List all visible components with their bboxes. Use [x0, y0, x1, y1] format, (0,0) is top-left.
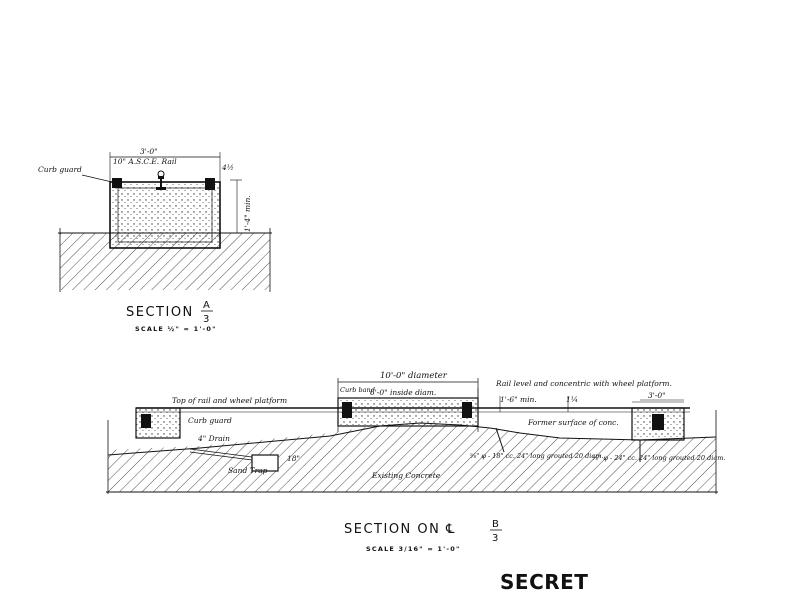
existing-concrete-label: Existing Concrete	[371, 471, 441, 480]
min-dim-label: 1'-6" min.	[500, 395, 537, 404]
top-of-rail-label: Top of rail and wheel platform	[172, 396, 287, 405]
section-b-drawing	[106, 378, 718, 494]
sand-trap-label: Sand Trap	[228, 466, 268, 475]
section-a-scale: SCALE ½" = 1'-0"	[135, 325, 217, 333]
section-a-height-dim: 1'-4" min.	[243, 195, 252, 232]
quarter-dim-label: 1¼	[566, 395, 578, 404]
curb-guard-icon	[205, 178, 215, 190]
section-a-width-dim: 3'-0"	[140, 147, 158, 156]
former-surface-label: Former surface of conc.	[527, 418, 619, 427]
drain-label: 4" Drain	[197, 434, 230, 443]
section-a-fraction-num: A	[203, 300, 211, 311]
section-b-scale: SCALE 3/16" = 1'-0"	[366, 545, 461, 553]
classification-stamp: SECRET	[500, 570, 588, 594]
dim-18-label: 18"	[287, 454, 300, 463]
section-b-title: SECTION ON ℄	[344, 522, 456, 537]
section-b-wheel-platform	[337, 397, 479, 427]
section-b-curb-guard-label: Curb guard	[188, 416, 232, 425]
section-a-title: SECTION	[126, 305, 194, 320]
section-b-diameter-dim: 10'-0" diameter	[380, 371, 448, 381]
curb-band-label: Curb band	[340, 386, 375, 394]
sand-trap-icon	[251, 454, 279, 472]
section-a-drawing	[58, 152, 272, 292]
section-a-curb-guard-label: Curb guard	[38, 165, 82, 174]
rail-icon	[156, 176, 166, 190]
section-a-concrete-block	[109, 181, 221, 249]
bolts-2-label: ⅝" φ - 24" cc. 24" long grouted 20 diam.	[592, 454, 725, 462]
section-a-small-dim: 4½	[221, 163, 234, 172]
section-b-ground	[108, 423, 716, 492]
bolts-1-label: ⅝" φ - 18" cc. 24" long grouted 20 diam.	[470, 452, 603, 460]
section-b-3ft-dim: 3'-0"	[648, 391, 666, 400]
inside-diameter-label: 6'-0" inside diam.	[370, 388, 436, 397]
section-b-fraction-den: 3	[492, 533, 500, 544]
rail-level-label: Rail level and concentric with wheel pla…	[495, 379, 672, 388]
section-b-fraction-num: B	[492, 519, 500, 530]
section-a-rail-label: 10" A.S.C.E. Rail	[113, 157, 177, 166]
section-a-fraction-den: 3	[203, 314, 211, 325]
